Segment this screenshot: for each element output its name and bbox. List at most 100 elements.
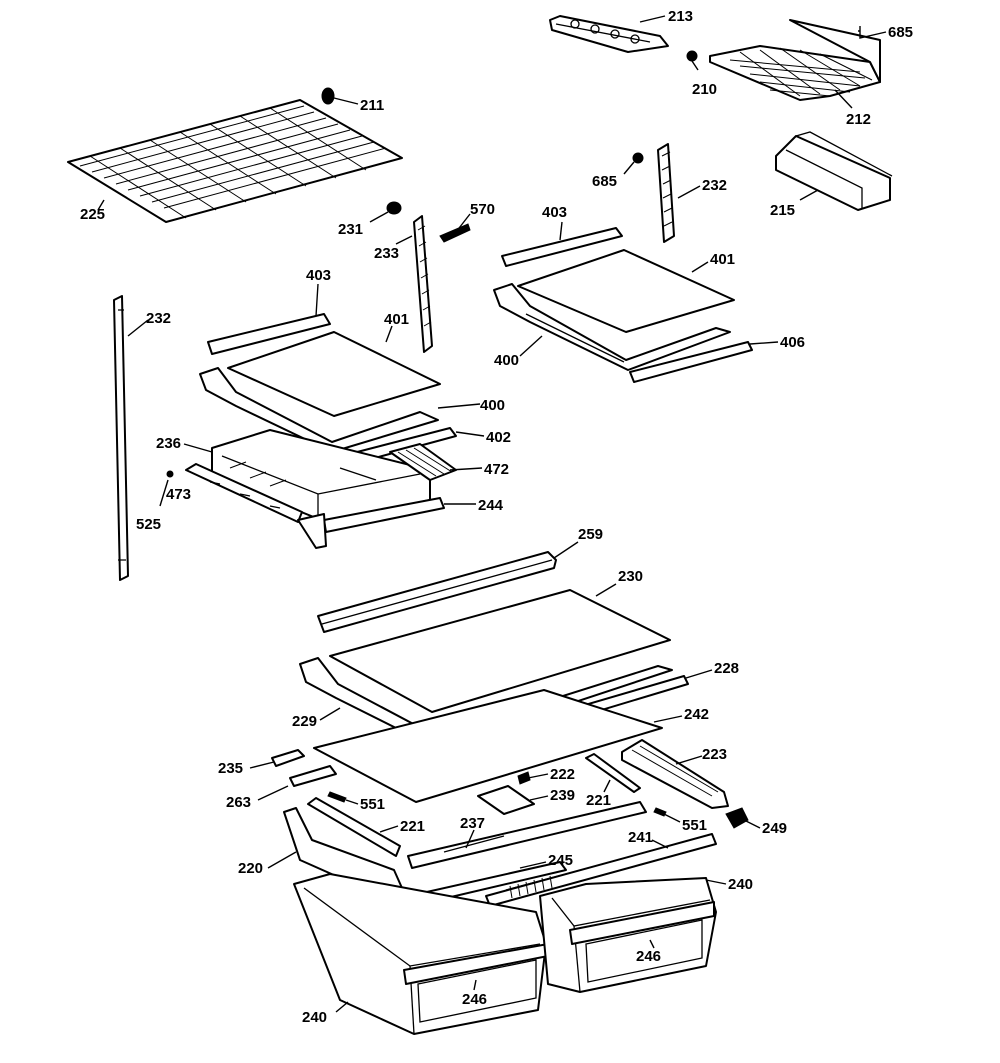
leader-230	[595, 583, 617, 597]
part-685-middle	[632, 152, 644, 164]
part-211	[321, 87, 335, 105]
leader-525	[159, 479, 169, 507]
part-570	[439, 223, 471, 243]
callout-685-top: 685	[888, 24, 913, 41]
part-222	[517, 771, 531, 785]
leader-229	[319, 707, 341, 721]
part-406	[629, 341, 753, 383]
part-221-right	[585, 753, 641, 793]
callout-236: 236	[156, 435, 181, 452]
leader-222	[527, 773, 549, 779]
leader-241	[651, 839, 669, 849]
leader-239	[529, 795, 549, 801]
callout-232-right: 232	[702, 177, 727, 194]
callout-570: 570	[470, 201, 495, 218]
leader-570	[455, 213, 471, 233]
leader-685-middle	[623, 161, 635, 175]
leader-245	[519, 861, 547, 869]
callout-212: 212	[846, 111, 871, 128]
leader-240-right	[705, 879, 727, 885]
leader-400-left	[437, 403, 481, 409]
callout-213: 213	[668, 8, 693, 25]
part-525	[166, 470, 174, 478]
part-223	[621, 739, 729, 809]
leader-231	[369, 211, 389, 223]
leader-402	[455, 431, 485, 437]
leader-235	[249, 761, 275, 769]
leader-221-left	[379, 825, 399, 833]
callout-239: 239	[550, 787, 575, 804]
leader-685-top	[858, 26, 887, 39]
part-221-left	[307, 797, 401, 857]
callout-233: 233	[374, 245, 399, 262]
callout-220: 220	[238, 860, 263, 877]
callout-245: 245	[548, 852, 573, 869]
leader-403-right	[559, 221, 563, 241]
leader-401-left	[385, 325, 393, 343]
callout-235: 235	[218, 760, 243, 777]
part-551-left	[327, 791, 347, 803]
leader-211	[333, 97, 359, 105]
leader-400-right	[519, 335, 543, 357]
callout-244: 244	[478, 497, 504, 514]
part-229	[299, 657, 673, 749]
callout-401-left: 401	[384, 311, 409, 328]
part-242	[313, 689, 663, 803]
callout-237: 237	[460, 815, 485, 832]
part-240-left	[293, 873, 547, 1035]
callout-400-right: 400	[494, 352, 519, 369]
callout-551-left: 551	[360, 796, 385, 813]
leader-240-left	[335, 1001, 349, 1013]
part-212	[709, 19, 881, 101]
callout-labels: 213 685 210 212 211 225 685 232 215 231 …	[80, 8, 913, 1026]
leader-401-right	[691, 261, 709, 273]
callout-240-right: 240	[728, 876, 753, 893]
leader-246-left	[473, 979, 477, 991]
callout-231: 231	[338, 221, 363, 238]
part-210	[686, 50, 699, 71]
leader-403-left	[315, 283, 319, 317]
part-239	[477, 785, 535, 815]
leader-232-left	[127, 319, 149, 337]
part-246-right	[569, 901, 715, 983]
callout-210: 210	[692, 81, 717, 98]
part-244	[297, 497, 445, 549]
part-215	[775, 131, 893, 211]
part-232-right	[657, 143, 675, 243]
callout-246-right: 246	[636, 948, 661, 965]
callout-221-right: 221	[586, 792, 611, 809]
callout-402: 402	[486, 429, 511, 446]
callout-232-left: 232	[146, 310, 171, 327]
callout-246-left: 246	[462, 991, 487, 1008]
callout-225: 225	[80, 206, 105, 223]
part-235	[271, 749, 305, 767]
callout-215: 215	[770, 202, 795, 219]
callout-229: 229	[292, 713, 317, 730]
callout-221-left: 221	[400, 818, 425, 835]
part-231	[386, 201, 402, 215]
leader-246-right	[649, 939, 655, 949]
part-233	[413, 215, 433, 353]
part-263	[289, 765, 337, 787]
callout-259: 259	[578, 526, 603, 543]
part-551-right	[653, 807, 667, 817]
leader-472	[449, 467, 483, 471]
leader-236	[183, 443, 213, 453]
callout-525: 525	[136, 516, 161, 533]
part-473	[185, 463, 303, 523]
leader-237	[465, 829, 475, 849]
part-230	[329, 589, 671, 713]
leader-228	[685, 669, 713, 679]
part-237	[407, 801, 647, 869]
callout-403-right: 403	[542, 204, 567, 221]
leader-223	[675, 755, 703, 765]
part-232-left	[113, 295, 129, 581]
part-400-right	[493, 283, 731, 371]
callout-242: 242	[684, 706, 709, 723]
part-400-left	[199, 367, 439, 453]
leader-232-right	[677, 185, 701, 199]
callout-685-middle: 685	[592, 173, 617, 190]
leader-225	[97, 199, 105, 211]
leader-259	[553, 541, 579, 559]
